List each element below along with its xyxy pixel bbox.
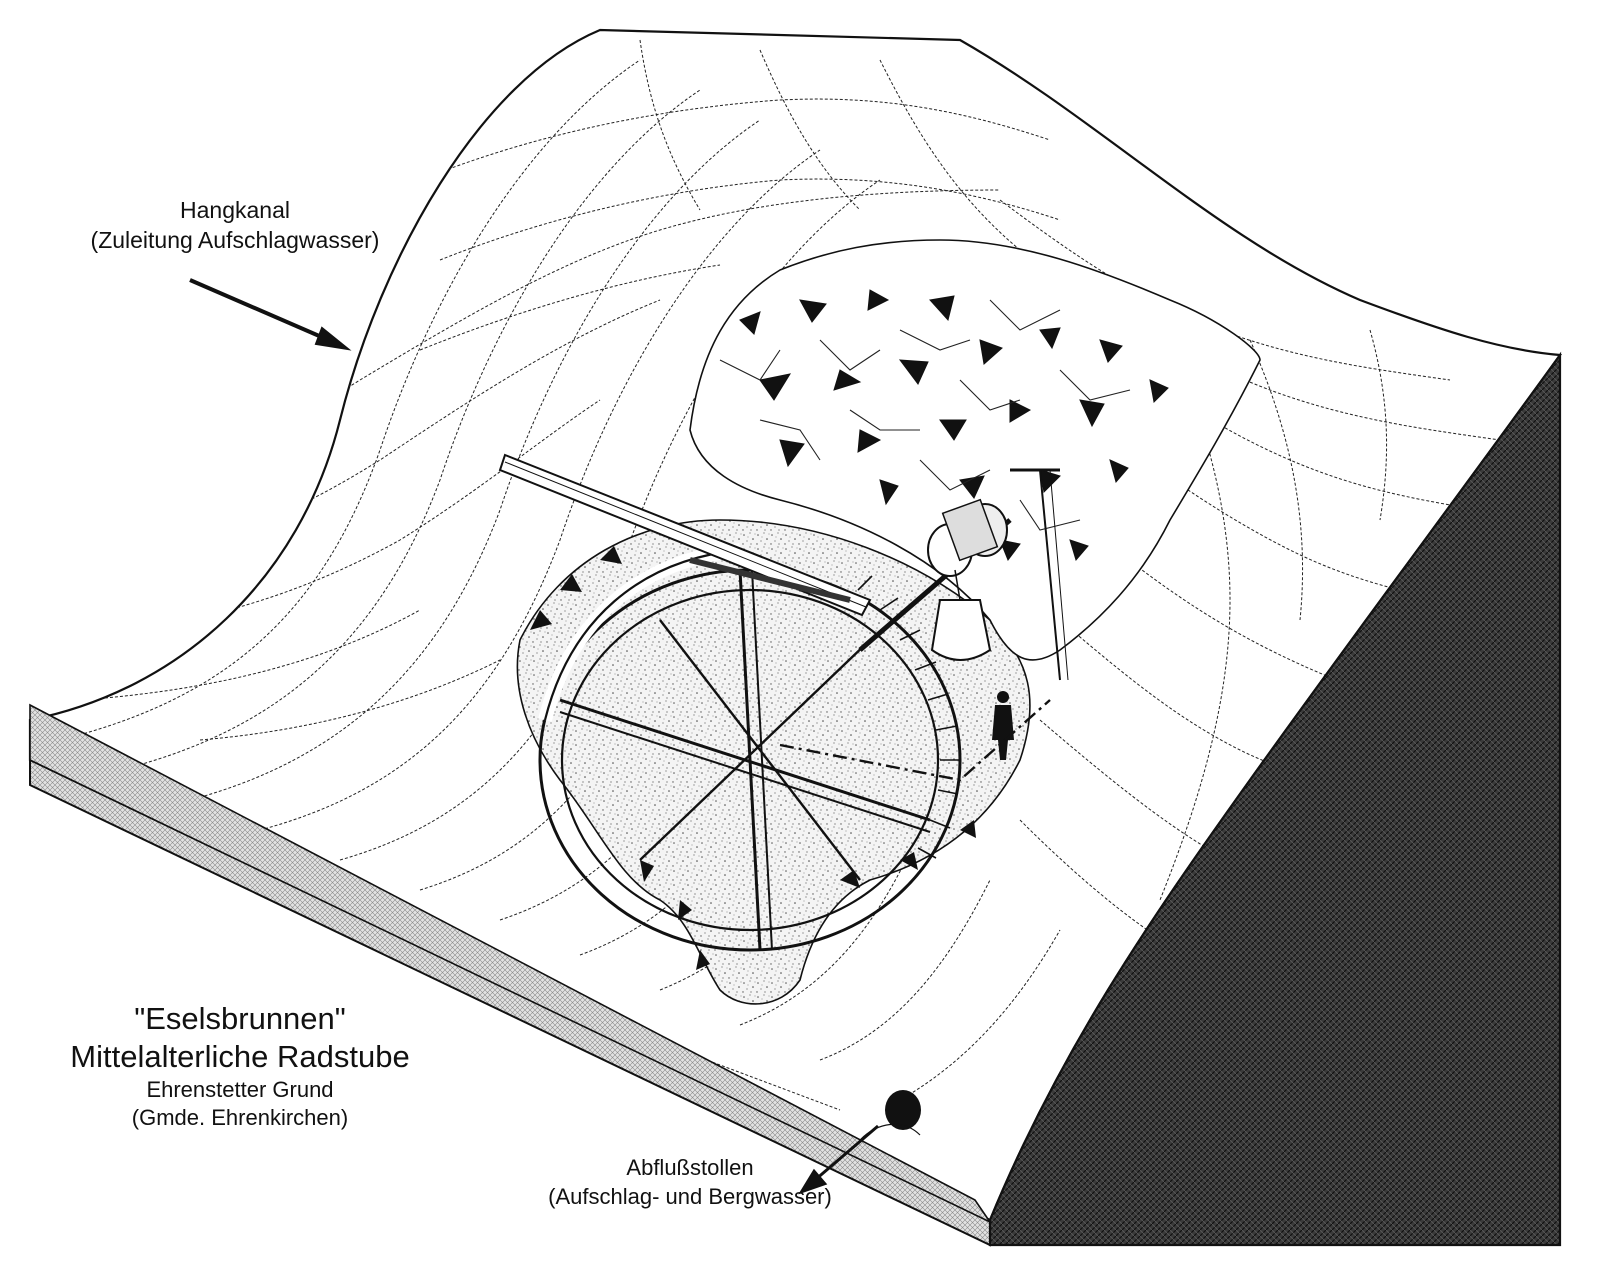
- title-block: "Eselsbrunnen" Mittelalterliche Radstube…: [20, 1000, 460, 1132]
- person-figure: [992, 691, 1014, 760]
- label-abfluss-line1: Abflußstollen: [626, 1155, 754, 1180]
- label-hangkanal-line2: (Zuleitung Aufschlagwasser): [90, 227, 380, 253]
- pit-floor: [516, 519, 1031, 1005]
- title-municipality: (Gmde. Ehrenkirchen): [131, 1105, 349, 1130]
- water-wheel: [538, 543, 962, 952]
- side-section: [988, 351, 1562, 1247]
- flume: [498, 453, 872, 617]
- label-abfluss-line2: (Aufschlag- und Bergwasser): [548, 1184, 832, 1209]
- tunnel-opening: [885, 1090, 921, 1130]
- label-hangkanal: Hangkanal (Zuleitung Aufschlagwasser): [50, 195, 420, 255]
- title-location: Ehrenstetter Grund: [146, 1077, 334, 1102]
- winch: [858, 468, 1069, 681]
- title-subject: Mittelalterliche Radstube: [70, 1039, 410, 1074]
- pit-edge-rocks: [530, 546, 976, 970]
- arrow-hangkanal: [189, 278, 352, 351]
- rock-texture: [739, 289, 1169, 562]
- label-hangkanal-line1: Hangkanal: [180, 197, 290, 223]
- title-name: "Eselsbrunnen": [134, 1001, 346, 1036]
- label-abfluss: Abflußstollen (Aufschlag- und Bergwasser…: [500, 1153, 880, 1211]
- arrow-abfluss: [798, 1124, 879, 1195]
